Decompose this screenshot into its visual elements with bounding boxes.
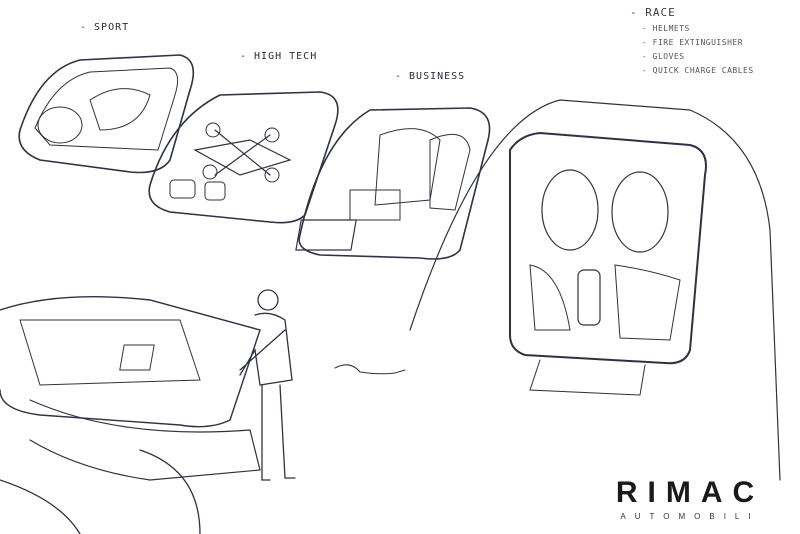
logo-brand: RIMAC [615, 476, 765, 509]
race-notes: - RACE - HELMETS - FIRE EXTINGUISHER - G… [630, 6, 754, 75]
sport-tray-sketch [18, 54, 195, 174]
variant-label-high-tech: - HIGH TECH [240, 51, 318, 62]
car-rear-sketch [0, 295, 261, 534]
race-note-item: - FIRE EXTINGUISHER [642, 38, 744, 47]
race-car-sketch [409, 99, 781, 481]
variant-label-business: - BUSINESS [395, 71, 466, 82]
high-tech-tray-sketch [148, 91, 339, 224]
race-note-item: - GLOVES [642, 52, 685, 61]
designer-signature [334, 364, 406, 375]
person-sketch [239, 289, 296, 481]
race-notes-title: - RACE [630, 6, 676, 19]
rimac-logo: RIMAC AUTOMOBILI [595, 476, 785, 521]
business-tray-sketch [295, 107, 491, 260]
race-note-item: - QUICK CHARGE CABLES [642, 66, 754, 75]
variant-label-sport: - SPORT [80, 22, 130, 33]
logo-subtitle: AUTOMOBILI [620, 512, 760, 521]
race-note-item: - HELMETS [642, 24, 690, 33]
